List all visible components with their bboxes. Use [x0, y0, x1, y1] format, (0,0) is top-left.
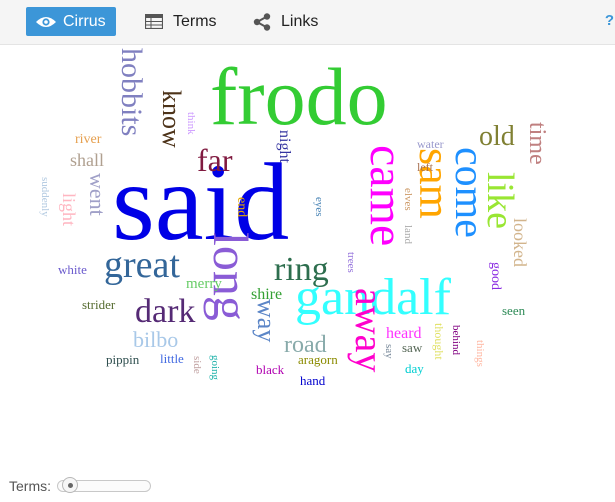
- word-saw[interactable]: saw: [402, 340, 423, 355]
- word-pippin[interactable]: pippin: [106, 352, 140, 367]
- word-river[interactable]: river: [75, 132, 102, 147]
- word-day[interactable]: day: [405, 361, 424, 376]
- tab-terms-label: Terms: [173, 12, 217, 30]
- word-like[interactable]: like: [479, 172, 521, 229]
- terms-slider[interactable]: [57, 477, 151, 493]
- word-old[interactable]: old: [479, 121, 515, 152]
- word-hand[interactable]: hand: [300, 373, 326, 388]
- word-black[interactable]: black: [256, 362, 285, 377]
- tab-cirrus-label: Cirrus: [63, 12, 106, 30]
- tab-terms[interactable]: Terms: [145, 7, 217, 36]
- word-strider[interactable]: strider: [82, 297, 116, 312]
- word-going[interactable]: going: [209, 355, 221, 381]
- word-sam[interactable]: sam: [410, 148, 459, 219]
- word-seen[interactable]: seen: [502, 303, 526, 318]
- word-away[interactable]: away: [347, 288, 392, 372]
- terms-label: Terms:: [9, 478, 51, 494]
- word-way[interactable]: way: [252, 299, 281, 342]
- word-little[interactable]: little: [160, 351, 184, 366]
- word-went[interactable]: went: [85, 173, 110, 216]
- word-heard[interactable]: heard: [386, 325, 422, 342]
- word-thought[interactable]: thought: [432, 323, 446, 360]
- word-dark[interactable]: dark: [135, 293, 195, 330]
- eye-icon: [35, 12, 59, 32]
- word-things[interactable]: things: [474, 340, 486, 367]
- share-icon: [253, 12, 277, 32]
- help-icon[interactable]: ?: [604, 12, 614, 29]
- word-white[interactable]: white: [58, 262, 87, 277]
- word-hobbits[interactable]: hobbits: [115, 48, 148, 136]
- tab-links[interactable]: Links: [253, 7, 318, 36]
- toolbar: Cirrus Terms Links ?: [0, 0, 615, 45]
- tab-cirrus[interactable]: Cirrus: [26, 7, 116, 36]
- word-time[interactable]: time: [524, 122, 550, 165]
- word-good[interactable]: good: [488, 262, 503, 290]
- word-land[interactable]: land: [402, 225, 414, 244]
- word-far[interactable]: far: [197, 142, 233, 178]
- word-great[interactable]: great: [104, 244, 180, 286]
- word-suddenly[interactable]: suddenly: [39, 177, 51, 217]
- word-eyes[interactable]: eyes: [313, 197, 325, 217]
- word-frodo[interactable]: frodo: [210, 51, 388, 142]
- terms-control: Terms:: [9, 477, 151, 494]
- word-think[interactable]: think: [185, 112, 197, 135]
- word-aragorn[interactable]: aragorn: [298, 352, 338, 367]
- terms-slider-handle[interactable]: [62, 477, 78, 493]
- tab-links-label: Links: [281, 12, 319, 30]
- word-merry[interactable]: merry: [186, 276, 222, 292]
- word-looked[interactable]: looked: [510, 218, 530, 267]
- word-long[interactable]: long: [203, 232, 259, 321]
- word-know[interactable]: know: [157, 90, 186, 148]
- word-trees[interactable]: trees: [345, 252, 357, 273]
- word-shire[interactable]: shire: [251, 286, 282, 303]
- word-water[interactable]: water: [417, 137, 444, 151]
- word-road[interactable]: road: [284, 332, 327, 358]
- word-bilbo[interactable]: bilbo: [133, 327, 178, 352]
- word-ring[interactable]: ring: [274, 251, 329, 288]
- word-night[interactable]: night: [276, 130, 293, 163]
- word-elves[interactable]: elves: [402, 188, 414, 211]
- word-behind[interactable]: behind: [450, 325, 462, 355]
- word-left[interactable]: left: [417, 160, 434, 174]
- word-say[interactable]: say: [383, 344, 395, 359]
- word-said[interactable]: said: [112, 141, 289, 263]
- word-gandalf[interactable]: gandalf: [295, 269, 452, 326]
- table-icon: [145, 12, 169, 32]
- word-light[interactable]: light: [59, 193, 79, 226]
- word-came[interactable]: came: [360, 145, 413, 246]
- word-shall[interactable]: shall: [70, 150, 104, 170]
- word-end[interactable]: end: [234, 197, 249, 217]
- word-come[interactable]: come: [446, 147, 492, 238]
- word-side[interactable]: side: [191, 356, 203, 374]
